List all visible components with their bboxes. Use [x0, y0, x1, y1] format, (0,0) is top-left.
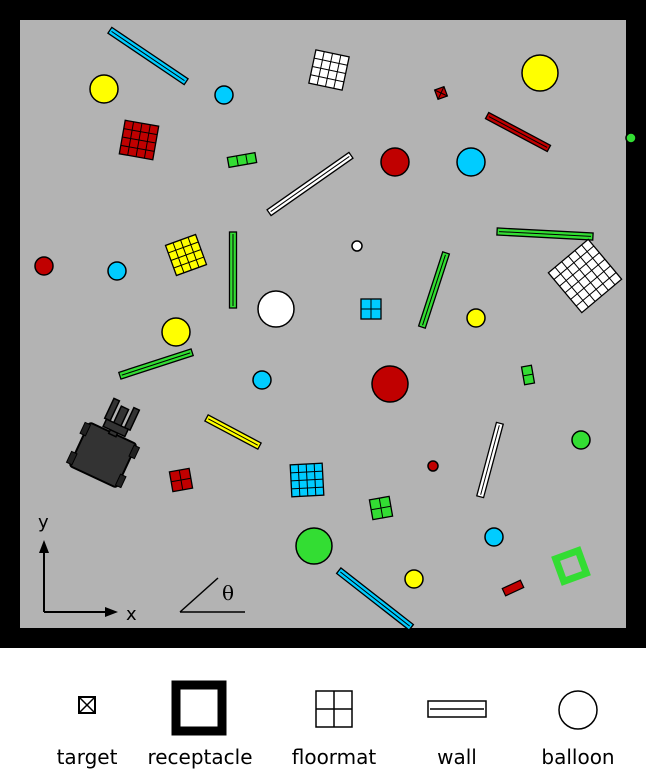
- legend: target receptacle floormat wall balloon: [57, 685, 615, 769]
- theta-label: θ: [222, 581, 234, 605]
- legend-floormat-icon: [316, 691, 352, 727]
- legend-receptacle-icon: [176, 685, 222, 731]
- legend-balloon-label: balloon: [541, 745, 614, 769]
- balloon-red: [372, 366, 408, 402]
- balloon-yellow: [90, 75, 118, 103]
- balloon-yellow: [522, 55, 558, 91]
- balloon-cyan: [457, 148, 485, 176]
- balloon-green: [572, 431, 590, 449]
- floormat-red: [119, 120, 158, 159]
- floormat-green: [369, 496, 392, 519]
- balloon-cyan: [253, 371, 271, 389]
- legend-floormat-label: floormat: [292, 745, 377, 769]
- legend-target-icon: [79, 697, 95, 713]
- balloon-green: [626, 133, 636, 143]
- x-axis-label: x: [126, 604, 137, 625]
- floormat-red: [169, 468, 192, 491]
- legend-balloon-icon: [559, 691, 597, 729]
- balloon-red: [428, 461, 438, 471]
- legend-wall-label: wall: [437, 745, 477, 769]
- balloon-cyan: [108, 262, 126, 280]
- balloon-cyan: [485, 528, 503, 546]
- balloon-yellow: [405, 570, 423, 588]
- floormat-white: [309, 50, 349, 90]
- floormat-cyan: [290, 463, 324, 497]
- balloon-cyan: [215, 86, 233, 104]
- balloon-red: [381, 148, 409, 176]
- balloon-yellow: [162, 318, 190, 346]
- balloon-red: [35, 257, 53, 275]
- floormat-cyan: [361, 299, 381, 319]
- balloon-yellow: [467, 309, 485, 327]
- balloon-white: [258, 291, 294, 327]
- legend-wall-icon: [428, 701, 486, 717]
- y-axis-label: y: [38, 512, 49, 533]
- balloon-white: [352, 241, 362, 251]
- balloon-green: [296, 528, 332, 564]
- wall-green: [230, 232, 237, 308]
- legend-target-label: target: [57, 745, 118, 769]
- legend-receptacle-label: receptacle: [147, 745, 252, 769]
